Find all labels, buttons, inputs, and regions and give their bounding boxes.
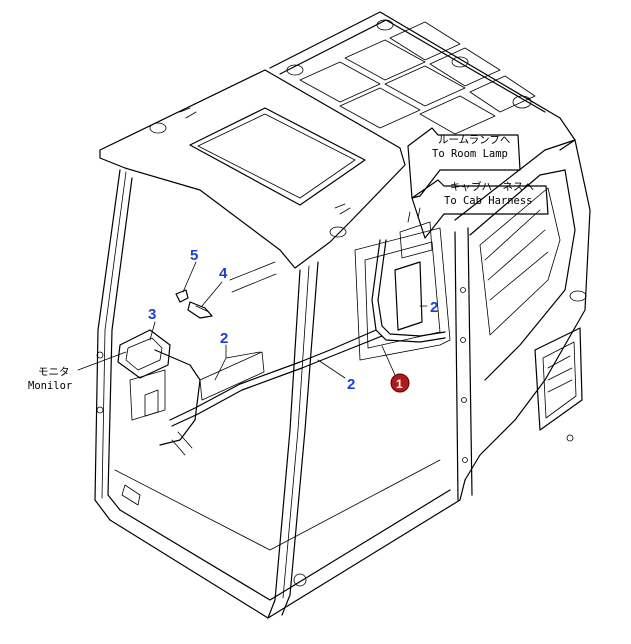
monitor-bracket <box>117 329 201 456</box>
leader-lines <box>77 261 428 381</box>
cab-floor-frame <box>109 459 466 619</box>
cab-harness-label-en: To Cab Harness <box>444 195 533 207</box>
part-number-4: 4 <box>219 265 228 282</box>
front-header-beam <box>99 69 406 269</box>
monitor-label-jp: モニタ <box>38 366 70 378</box>
cab-side-door <box>454 139 591 501</box>
bolt-and-clip <box>175 289 213 319</box>
right-front-pillar <box>267 261 319 619</box>
room-lamp-label-en: To Room Lamp <box>432 148 508 160</box>
part-number-3: 3 <box>148 306 156 323</box>
part-number-1: 1 <box>396 377 403 391</box>
room-lamp-label-jp: ルームランプへ <box>438 134 510 146</box>
monitor-label-en: Monilor <box>28 380 72 392</box>
callout-balloons <box>407 127 549 239</box>
left-front-pillar <box>94 169 133 521</box>
cab-roof <box>149 11 576 238</box>
wiring-harness <box>169 207 446 427</box>
part-number-1-badge: 1 <box>390 373 410 393</box>
rear-window-frame <box>354 227 451 361</box>
part-number-2-center: 2 <box>220 330 228 347</box>
part-number-2-lower: 2 <box>347 376 355 393</box>
part-number-5: 5 <box>190 247 198 264</box>
cab-harness-label-jp: キャブハーネスへ <box>450 180 534 193</box>
part-number-2-right: 2 <box>430 299 438 316</box>
